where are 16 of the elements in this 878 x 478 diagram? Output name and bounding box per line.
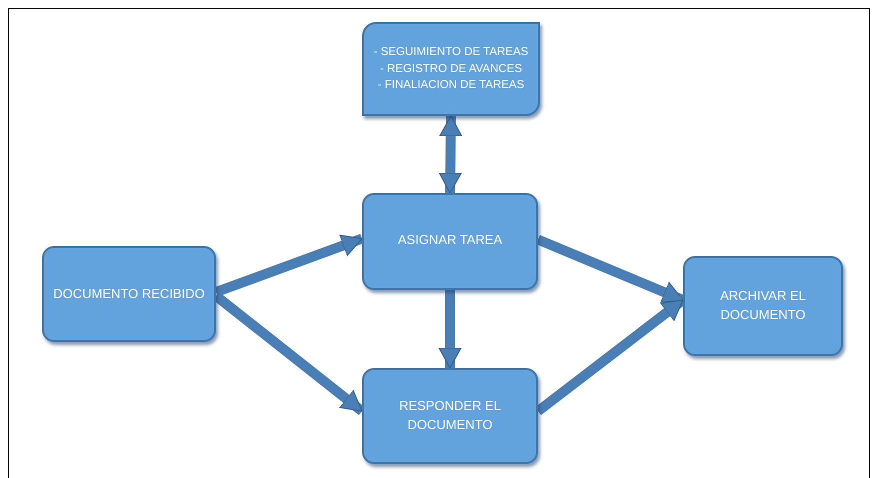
process-box [362, 193, 538, 290]
arrow [438, 290, 462, 368]
box-text: - REGISTRO DE AVANCES [380, 62, 522, 77]
box-text: DOCUMENTO RECIBIDO [53, 284, 205, 303]
box-text: ASIGNAR TAREA [398, 231, 502, 249]
process-box [683, 256, 843, 356]
arrow [214, 234, 364, 297]
process-box [362, 22, 540, 116]
arrow [536, 234, 685, 305]
arrow [438, 116, 462, 194]
box-text: ARCHIVAR EL DOCUMENTO [719, 287, 807, 324]
box-text: - FINALIACION DE TAREAS [378, 78, 524, 94]
process-box [362, 368, 538, 464]
process-box [42, 246, 216, 342]
box-text: - SEGUIMIENTO DE TAREAS [374, 44, 528, 60]
box-text: RESPONDER EL DOCUMENTO [398, 397, 502, 434]
